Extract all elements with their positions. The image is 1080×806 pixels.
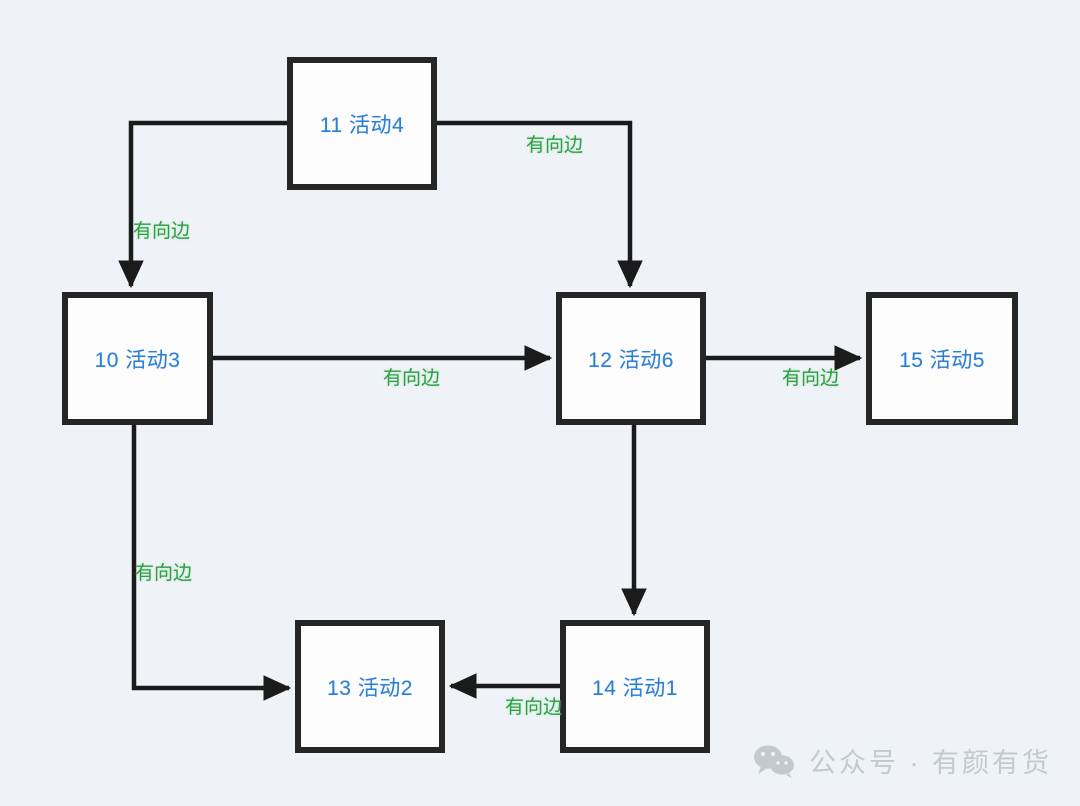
node-14[interactable]: 14 活动1 bbox=[560, 620, 710, 753]
node-12[interactable]: 12 活动6 bbox=[556, 292, 706, 425]
node-label: 13 活动2 bbox=[327, 676, 413, 700]
node-label: 12 活动6 bbox=[588, 348, 674, 372]
node-label: 15 活动5 bbox=[899, 348, 985, 372]
node-label: 14 活动1 bbox=[592, 676, 678, 700]
node-15[interactable]: 15 活动5 bbox=[866, 292, 1018, 425]
node-10[interactable]: 10 活动3 bbox=[62, 292, 213, 425]
edge-11-to-10 bbox=[118, 120, 287, 289]
node-label: 11 活动4 bbox=[319, 113, 405, 137]
watermark: 公众号 · 有颜有货 bbox=[753, 741, 1052, 780]
edge-label-11-to-12: 有向边 bbox=[526, 135, 584, 156]
node-label: 10 活动3 bbox=[94, 348, 181, 372]
edge-11-to-12 bbox=[437, 120, 643, 289]
node-11[interactable]: 11 活动4 bbox=[287, 57, 437, 190]
edge-label-11-to-10: 有向边 bbox=[133, 221, 191, 242]
edge-label-14-to-13: 有向边 bbox=[505, 697, 563, 718]
node-13[interactable]: 13 活动2 bbox=[295, 620, 445, 753]
watermark-text: 公众号 · 有颜有货 bbox=[809, 748, 1052, 778]
edge-10-to-13 bbox=[131, 425, 292, 701]
edge-label-10-to-12: 有向边 bbox=[383, 368, 441, 389]
edge-label-12-to-15: 有向边 bbox=[782, 368, 840, 389]
edge-label-10-to-13: 有向边 bbox=[135, 563, 193, 584]
wechat-icon bbox=[754, 744, 794, 778]
